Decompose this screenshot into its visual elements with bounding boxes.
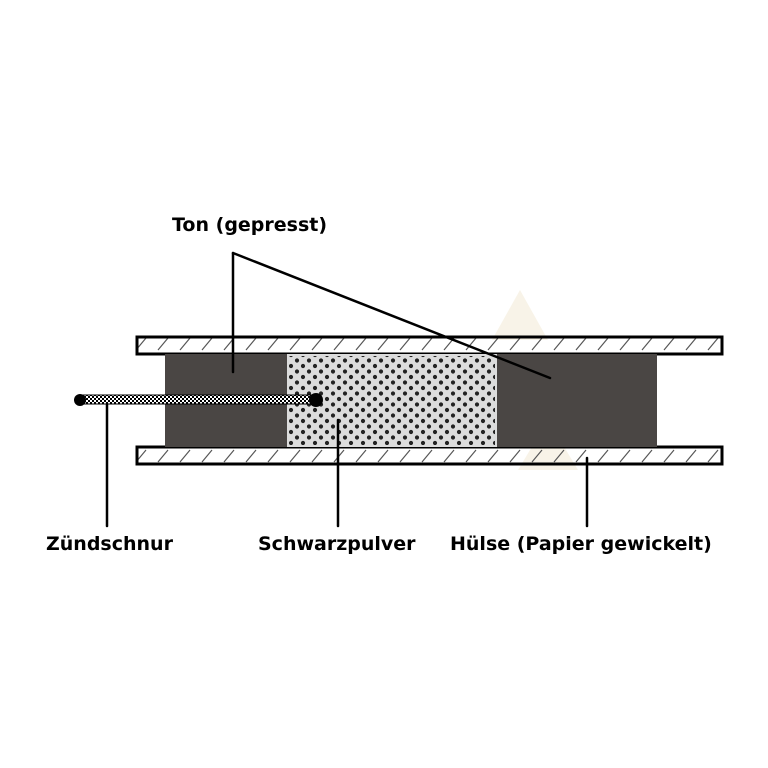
casing-bottom-wall [135, 445, 724, 466]
fuse-end-left [74, 394, 86, 406]
label-fuse: Zündschnur [46, 533, 173, 555]
casing-top-wall [135, 335, 724, 356]
fuse-end-right [309, 393, 323, 407]
label-black-powder: Schwarzpulver [258, 533, 416, 555]
fuse-cord [79, 394, 317, 405]
leader-clay-right [231, 251, 552, 380]
label-clay: Ton (gepresst) [172, 214, 328, 236]
black-powder-dots [289, 356, 495, 445]
label-casing: Hülse (Papier gewickelt) [450, 533, 712, 555]
clay-plug-right [497, 354, 657, 447]
leader-lines [105, 251, 589, 528]
